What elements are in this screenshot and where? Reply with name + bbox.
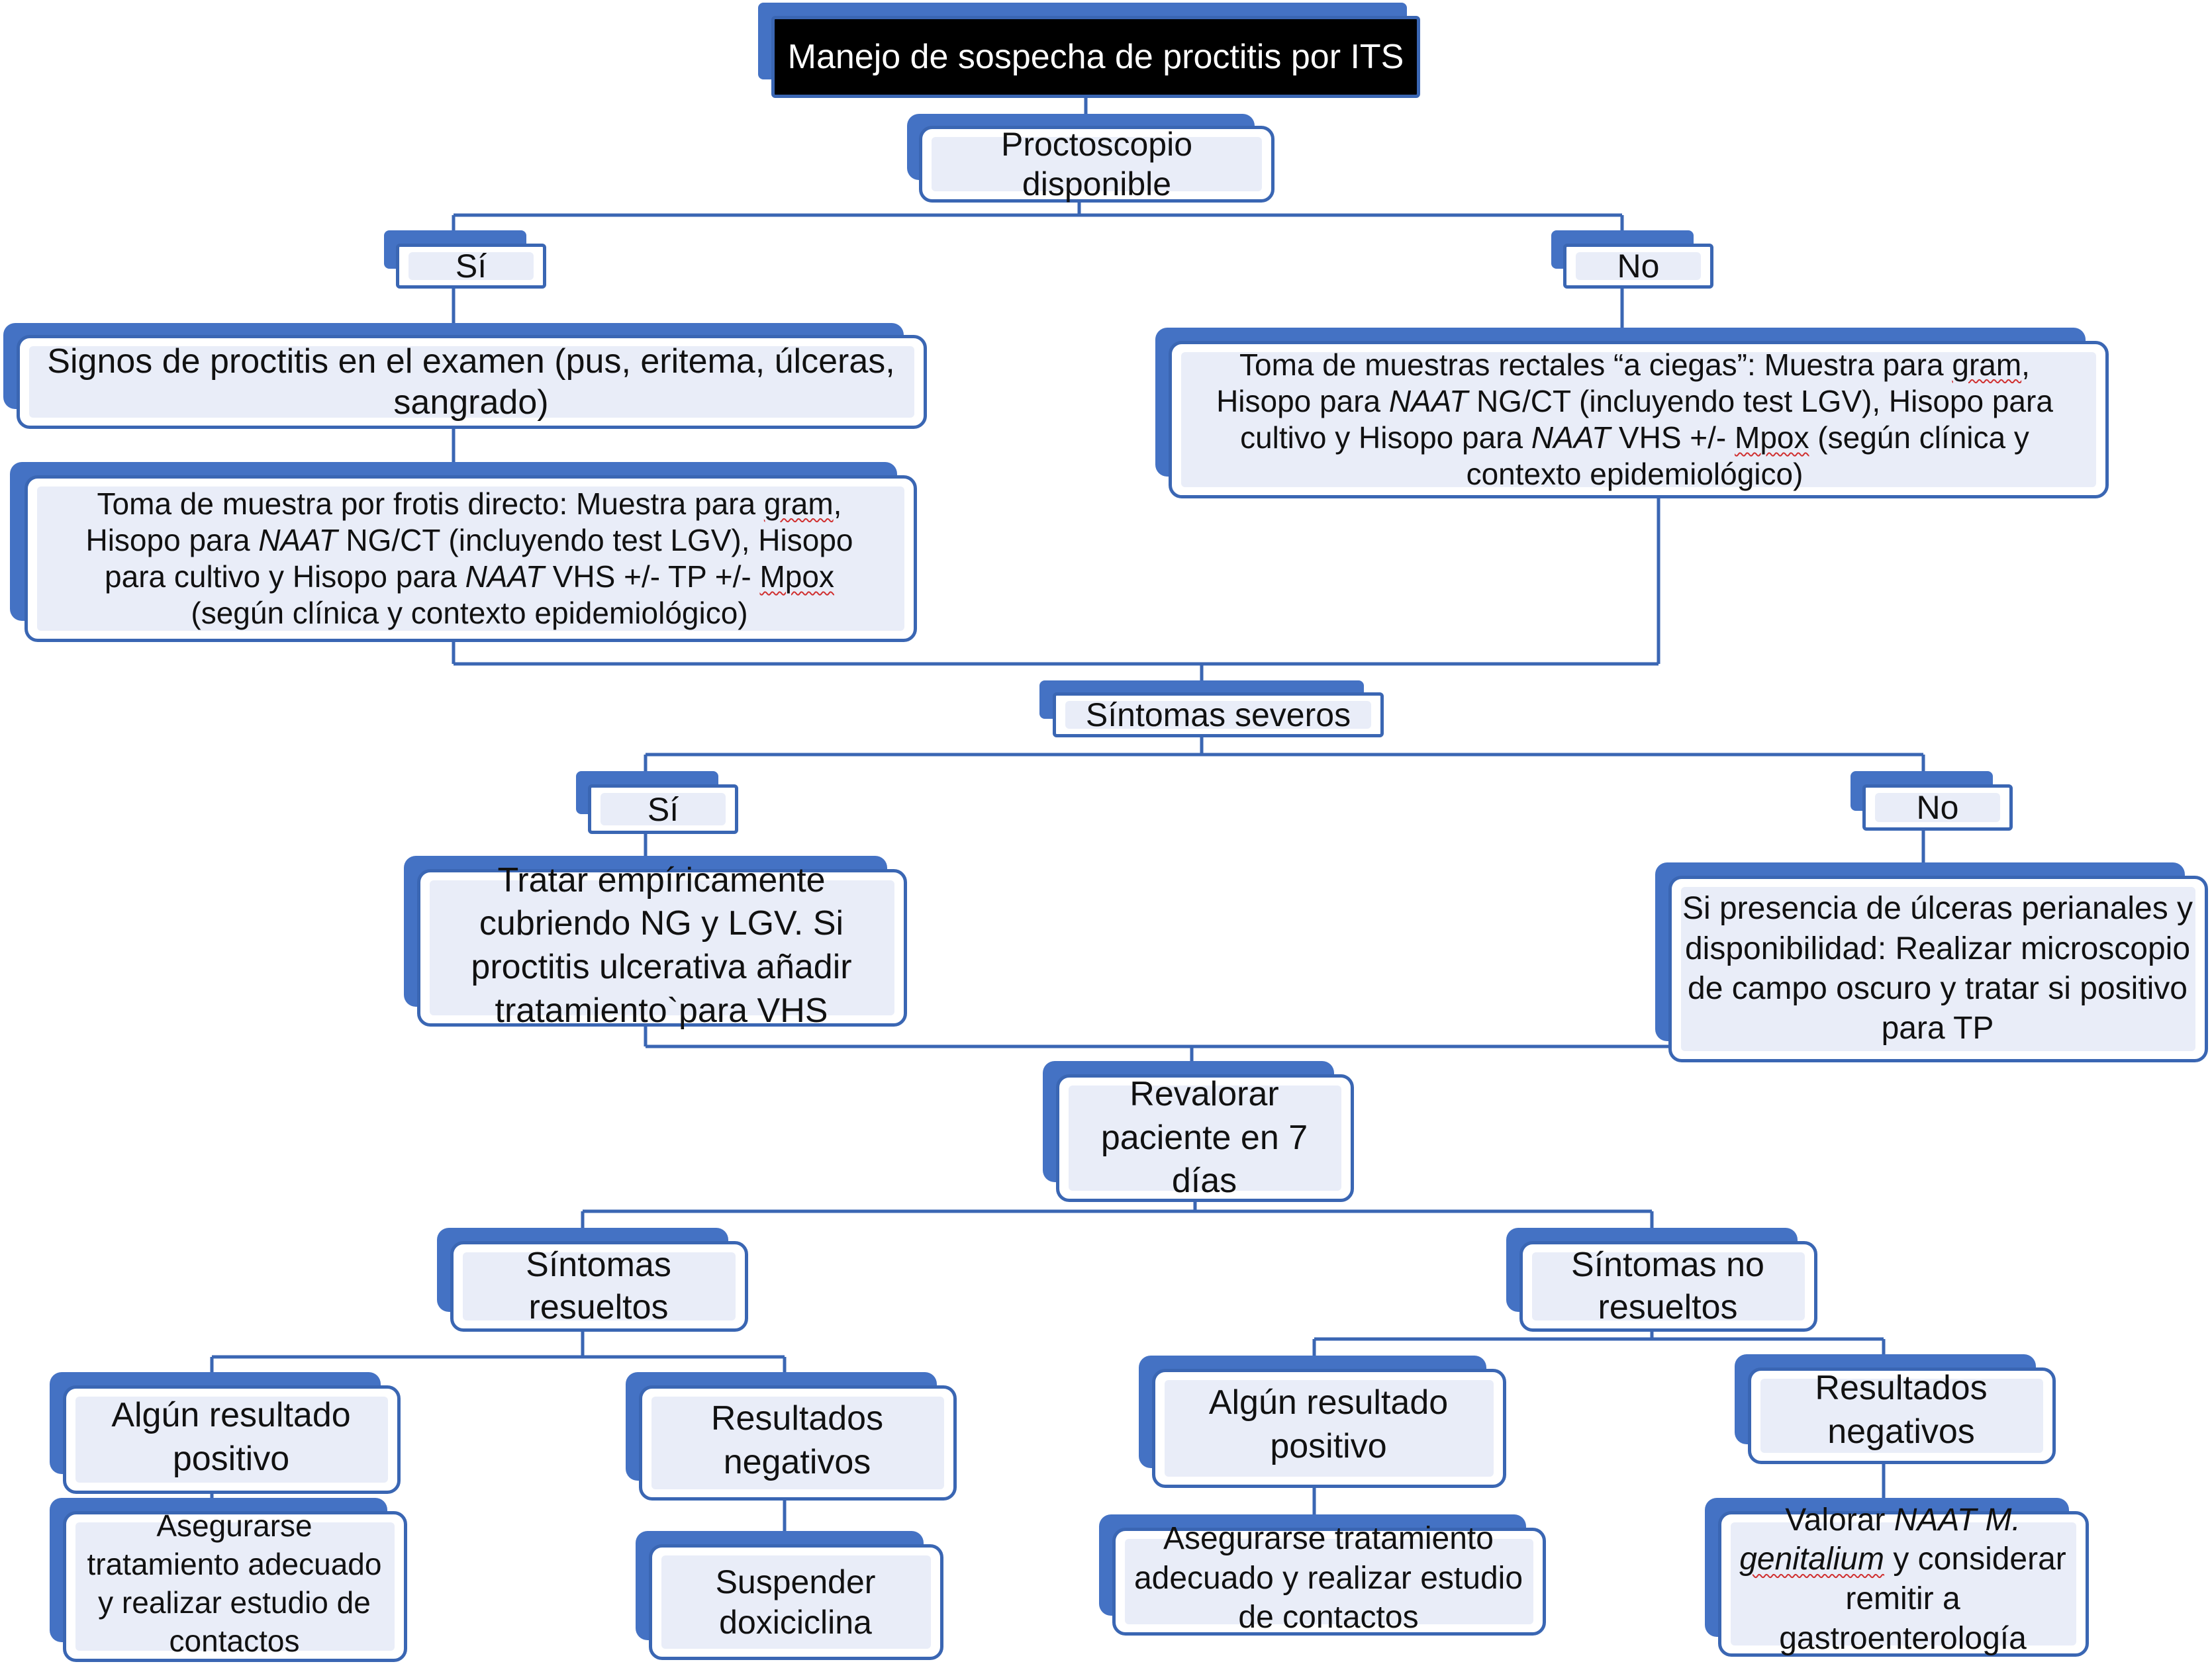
positivo-1-text: Algún resultado positivo	[111, 1396, 351, 1478]
node-no-resueltos: Síntomas no resueltos	[1506, 1228, 1817, 1332]
node-asegurar-1: Asegurarse tratamiento adecuado y realiz…	[50, 1498, 407, 1662]
proctoscopio-text: Proctoscopio disponible	[1000, 126, 1193, 203]
no-2-text: No	[1916, 789, 1959, 826]
revalorar-text: Revalorar paciente en 7 días	[1100, 1075, 1308, 1201]
node-asegurar-2: Asegurarse tratamiento adecuado y realiz…	[1099, 1514, 1546, 1636]
ciegas-text: Toma de muestras rectales “a ciegas”: Mu…	[1216, 347, 2053, 492]
node-suspender: Suspender doxiciclina	[636, 1531, 943, 1660]
no-1-text: No	[1617, 248, 1660, 285]
node-positivo-1: Algún resultado positivo	[50, 1372, 401, 1494]
signos-text: Signos de proctitis en el examen (pus, e…	[47, 342, 895, 422]
node-title: Manejo de sospecha de proctitis por ITS	[758, 3, 1420, 98]
asegurar-2-text: Asegurarse tratamiento adecuado y realiz…	[1133, 1521, 1523, 1636]
node-frotis: Toma de muestra por frotis directo: Mues…	[10, 462, 917, 642]
asegurar-1-text: Asegurarse tratamiento adecuado y realiz…	[87, 1508, 382, 1658]
positivo-2-text: Algún resultado positivo	[1208, 1383, 1449, 1465]
si-1-text: Sí	[455, 248, 487, 285]
node-ulceras: Si presencia de úlceras perianales y dis…	[1655, 862, 2208, 1062]
node-resueltos: Síntomas resueltos	[437, 1228, 748, 1332]
node-ciegas: Toma de muestras rectales “a ciegas”: Mu…	[1155, 328, 2109, 498]
title-text: Manejo de sospecha de proctitis por ITS	[787, 37, 1404, 76]
node-signos: Signos de proctitis en el examen (pus, e…	[3, 323, 927, 429]
node-no-1: No	[1551, 230, 1713, 289]
node-proctoscopio: Proctoscopio disponible	[907, 114, 1274, 203]
node-valorar: Valorar NAAT M. genitalium y considerar …	[1705, 1498, 2089, 1657]
node-no-2: No	[1851, 771, 2013, 831]
valorar-text: Valorar NAAT M. genitalium y considerar …	[1739, 1502, 2066, 1656]
node-negativo-2: Resultados negativos	[1735, 1354, 2056, 1464]
negativo-1-text: Resultados negativos	[710, 1399, 884, 1481]
node-revalorar: Revalorar paciente en 7 días	[1043, 1061, 1354, 1202]
node-severos: Síntomas severos	[1039, 680, 1384, 737]
si-2-text: Sí	[647, 790, 679, 828]
resueltos-text: Síntomas resueltos	[526, 1246, 671, 1326]
node-tratar: Tratar empíricamente cubriendo NG y LGV.…	[404, 856, 907, 1030]
node-si-1: Sí	[384, 230, 546, 289]
node-negativo-1: Resultados negativos	[626, 1372, 957, 1501]
severos-text: Síntomas severos	[1085, 696, 1351, 733]
no-resueltos-text: Síntomas no resueltos	[1571, 1246, 1764, 1326]
frotis-text: Toma de muestra por frotis directo: Mues…	[85, 486, 853, 631]
negativo-2-text: Resultados negativos	[1815, 1369, 1988, 1451]
suspender-text: Suspender doxiciclina	[715, 1563, 876, 1641]
node-positivo-2: Algún resultado positivo	[1139, 1356, 1506, 1488]
ulceras-text: Si presencia de úlceras perianales y dis…	[1682, 891, 2193, 1046]
node-si-2: Sí	[576, 771, 738, 834]
tratar-text: Tratar empíricamente cubriendo NG y LGV.…	[471, 860, 852, 1030]
